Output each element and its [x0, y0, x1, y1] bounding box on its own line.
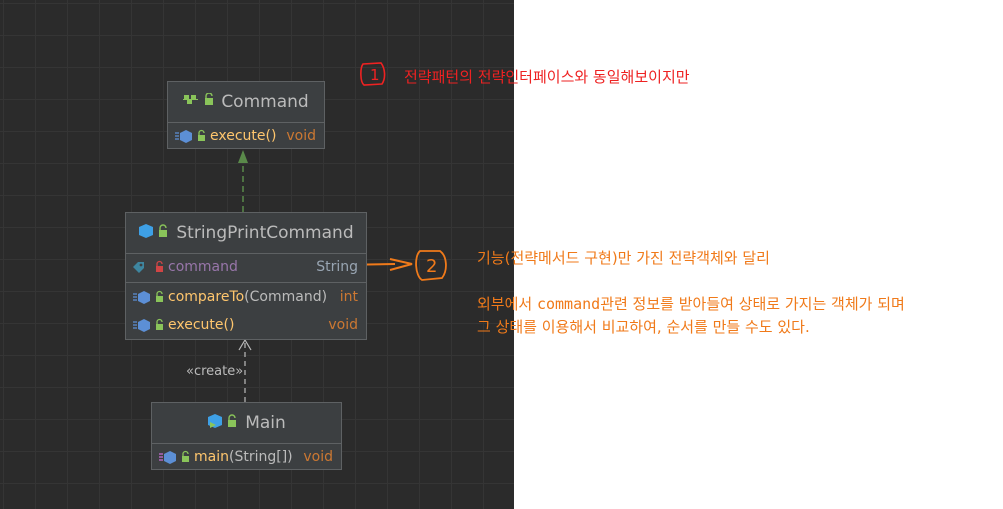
string-print-command-node[interactable]: StringPrintCommand command String compar…	[125, 212, 367, 340]
runnable-class-icon	[207, 413, 239, 434]
method-return-type: void	[328, 317, 358, 333]
method-row[interactable]: execute() void	[168, 122, 324, 150]
annotation-note-2: 기능(전략메서드 구현)만 가진 전략객체와 달리	[477, 249, 770, 267]
note-3-suffix: 관련 정보를 받아들여 상태로 가지는 객체가 되며	[600, 295, 905, 313]
class-name: Command	[221, 92, 309, 112]
method-icon	[126, 318, 168, 332]
annotation-note-4: 그 상태를 이용해서 비교하여, 순서를 만들 수도 있다.	[477, 318, 810, 336]
note-3-prefix: 외부에서	[477, 295, 537, 313]
method-icon	[168, 129, 210, 143]
method-name: execute()	[168, 317, 235, 333]
field-icon	[126, 260, 168, 274]
method-name: execute()	[210, 128, 277, 144]
method-name: compareTo	[168, 289, 245, 305]
method-params: (Command)	[244, 289, 328, 305]
marker-2-circle: 2	[415, 250, 447, 281]
method-return-type: void	[303, 449, 333, 465]
method-icon	[126, 290, 168, 304]
interface-icon	[183, 92, 215, 112]
static-method-icon	[152, 450, 194, 464]
class-name: StringPrintCommand	[176, 223, 354, 243]
class-name: Main	[245, 413, 286, 433]
note-3-code: command	[536, 295, 601, 313]
create-label: «create»	[186, 364, 244, 379]
marker-2-text: 2	[426, 256, 437, 277]
method-name: main	[194, 449, 229, 465]
class-icon	[138, 223, 170, 244]
method-row[interactable]: main(String[]) void	[152, 443, 341, 471]
marker-1-text: 1	[370, 66, 380, 84]
method-return-type: int	[339, 289, 358, 305]
create-arrowhead	[238, 338, 252, 351]
command-interface-node[interactable]: Command execute() void	[167, 81, 325, 149]
annotation-note-3: 외부에서 command관련 정보를 받아들여 상태로 가지는 객체가 되며	[477, 293, 905, 314]
marker-1-circle: 1	[360, 62, 386, 86]
field-name: command	[168, 259, 238, 275]
section-divider	[126, 282, 366, 283]
main-class-node[interactable]: Main main(String[]) void	[151, 402, 342, 470]
field-type: String	[316, 259, 358, 275]
method-params: (String[])	[228, 449, 293, 465]
field-row[interactable]: command String	[126, 253, 366, 281]
implements-arrowhead	[238, 150, 248, 163]
annotation-note-1: 전략패턴의 전략인터페이스와 동일해보이지만	[404, 68, 690, 86]
method-return-type: void	[286, 128, 316, 144]
method-row[interactable]: execute() void	[126, 311, 366, 339]
method-row[interactable]: compareTo(Command) int	[126, 283, 366, 311]
